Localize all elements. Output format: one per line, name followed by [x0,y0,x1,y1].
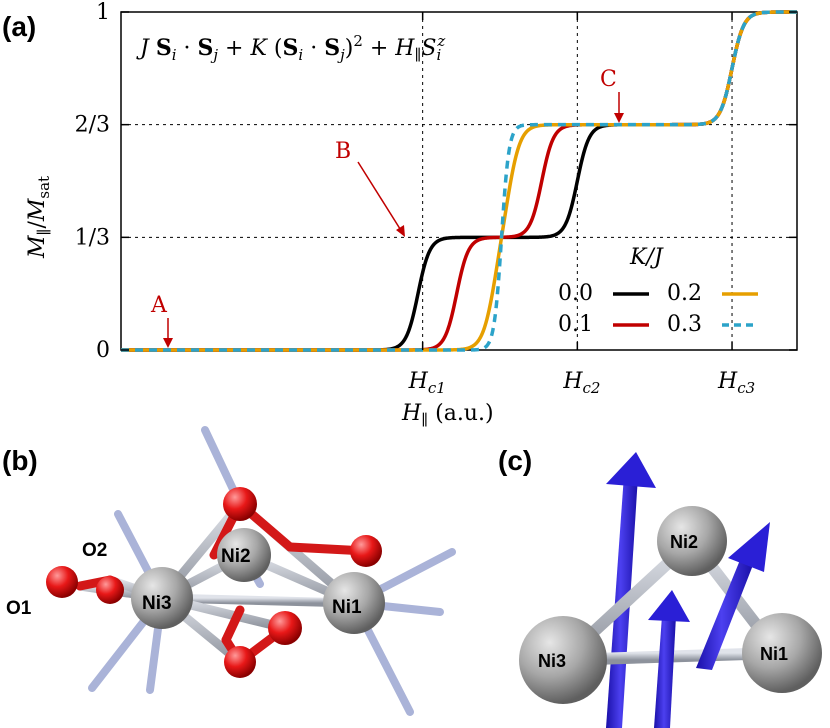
legend-label-1: 0.1 [558,312,593,337]
x-tick-label: Hc2 [562,369,600,397]
label-o2: O2 [82,540,107,561]
oxygen-atom-o1 [46,566,78,598]
annotation-b: B [335,139,351,164]
y-tick-label: 2/3 [75,113,110,138]
ni3-cluster-structure: O1 O2 Ni2 Ni3 Ni1 [6,426,456,716]
annotation-c-arrowhead [614,113,624,123]
oxygen-atom [268,611,302,645]
series-line-0.3 [120,10,798,352]
oxygen-atom [224,646,256,678]
spin-arrow-ni2 [648,590,690,728]
y-axis-label: M∥/Msat [25,176,53,259]
panel-c-label: (c) [498,445,532,476]
annotation-b-arrowhead [396,225,405,237]
spin-configuration: Ni2 Ni3 Ni1 [519,452,822,728]
legend-label-2: 0.2 [667,281,702,306]
spin-arrow-ni1 [696,522,770,670]
oxygen-atom-o2 [96,576,124,604]
panel-b-label: (b) [2,445,38,476]
legend: K/J 0.0 0.2 0.1 0.3 [558,245,758,337]
nickel-atoms [131,528,385,634]
panel-a-label: (a) [2,11,36,42]
curves [120,10,798,352]
annotation-a-arrowhead [163,338,173,348]
oxygen-atoms [46,487,382,678]
spin-nickel-ni3 [519,616,607,704]
annotations: A B C [150,67,624,348]
x-tick-label: Hc1 [408,369,446,397]
y-tick-label: 1/3 [75,225,110,250]
label-ni1-b: Ni1 [332,597,362,618]
annotation-c: C [600,67,617,92]
y-tick-label: 1 [96,0,110,25]
nickel-atom-ni1 [323,572,385,634]
annotation-a: A [150,293,168,318]
nickel-atom-ni2 [217,528,271,582]
label-ni3-b: Ni3 [142,593,172,614]
nickel-atom-ni3 [131,567,193,629]
spin-nickel-ni2 [657,506,727,576]
hamiltonian-formula: J Si · Sj + K (Si · Sj)2 + H∥Siz [136,32,445,64]
label-ni1-c: Ni1 [760,644,788,664]
oxygen-atom [223,487,257,521]
label-o1: O1 [6,598,32,619]
label-ni3-c: Ni3 [538,651,566,671]
legend-title: K/J [629,245,664,270]
y-tick-label: 0 [96,338,110,363]
x-axis-label: H∥ (a.u.) [401,401,494,429]
legend-label-0: 0.0 [558,281,593,306]
x-tick-label: Hc3 [717,369,755,397]
spin-nickel-ni1 [742,613,822,693]
label-ni2-b: Ni2 [221,546,251,567]
annotation-b-arrow [357,161,403,233]
legend-label-3: 0.3 [667,312,702,337]
oxygen-atom [350,535,382,567]
label-ni2-c: Ni2 [670,532,698,552]
